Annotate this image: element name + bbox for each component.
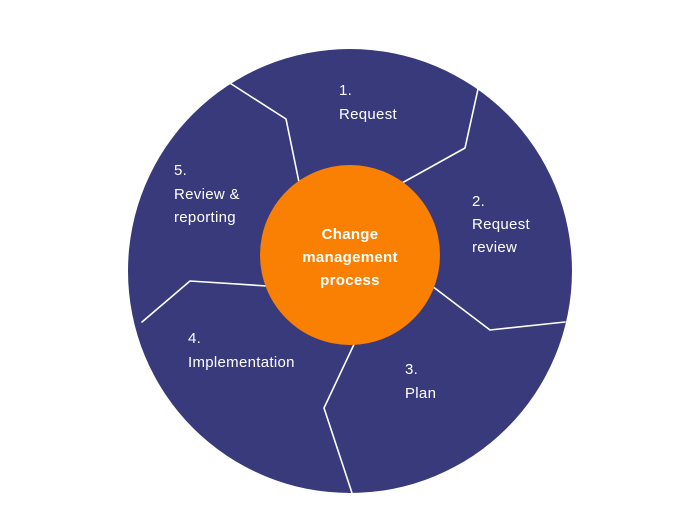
- step-4-label: Implementation: [188, 354, 295, 371]
- step-5-label-line-2: reporting: [174, 209, 236, 226]
- step-3-number: 3.: [405, 361, 418, 378]
- step-5-number: 5.: [174, 162, 187, 179]
- divider-reporting-request: [221, 77, 301, 188]
- step-2-label-line-2: review: [472, 239, 517, 256]
- step-2-number: 2.: [472, 193, 485, 210]
- step-4-number: 4.: [188, 330, 201, 347]
- divider-plan-implementation: [323, 337, 358, 494]
- step-2-label-line-1: Request: [472, 216, 531, 233]
- center-label-line-3: process: [320, 272, 380, 289]
- divider-review-plan: [431, 285, 566, 331]
- center-label-line-1: Change: [322, 226, 379, 243]
- step-5-label-line-1: Review &: [174, 186, 240, 203]
- center-circle: [260, 165, 440, 345]
- divider-implementation-reporting: [141, 280, 268, 323]
- step-1-label: Request: [339, 106, 398, 123]
- segment-dividers: [141, 64, 566, 494]
- center-label-line-2: management: [302, 249, 398, 266]
- divider-request-review: [401, 64, 490, 184]
- step-3-label: Plan: [405, 385, 436, 402]
- step-1-number: 1.: [339, 82, 352, 99]
